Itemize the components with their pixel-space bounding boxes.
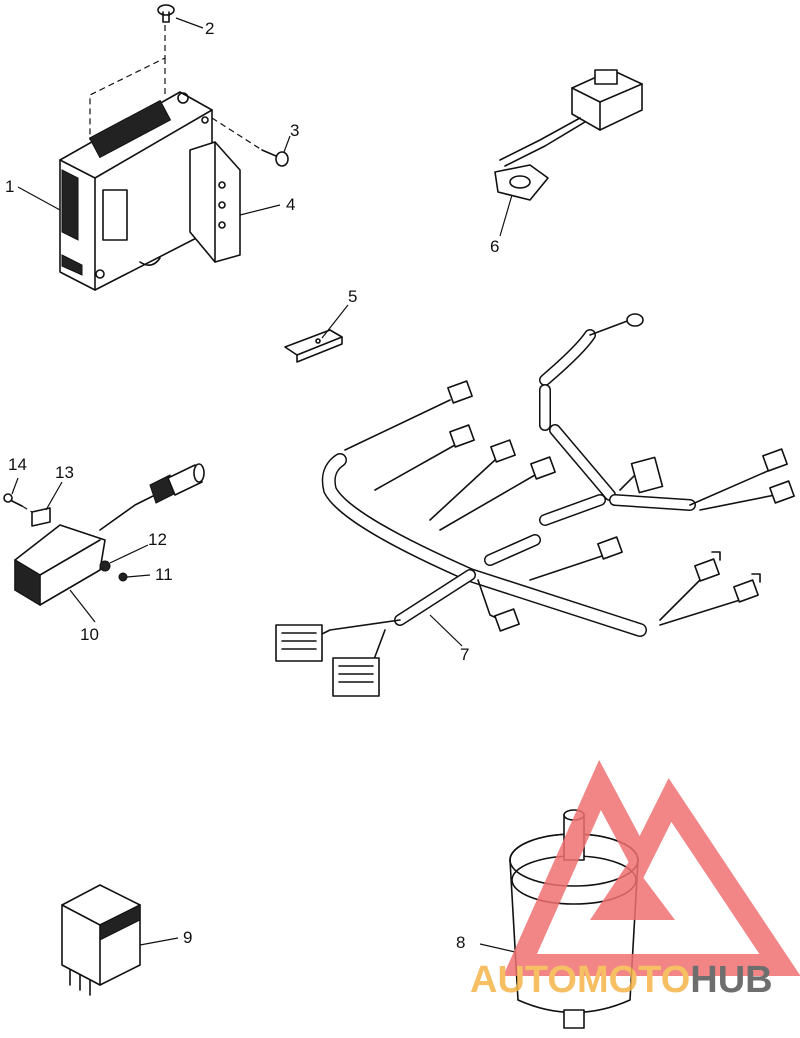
mounting-bracket — [189, 141, 241, 263]
watermark-part-3: HUB — [690, 959, 772, 1001]
callout-2: 2 — [205, 19, 214, 38]
nut-12 — [99, 560, 111, 572]
washer-11 — [118, 572, 128, 582]
watermark-logo: AUTOMOTOHUB — [470, 759, 800, 1001]
callout-12: 12 — [148, 530, 167, 549]
callout-9: 9 — [183, 928, 192, 947]
callout-4: 4 — [286, 195, 295, 214]
watermark-part-2: MOTO — [577, 959, 690, 1001]
callout-5: 5 — [348, 287, 357, 306]
leader-lines — [11, 17, 516, 953]
ecu-module — [59, 91, 213, 291]
relay-9 — [61, 884, 141, 996]
callout-6: 6 — [490, 237, 499, 256]
clip-13 — [31, 507, 51, 527]
screw-3 — [211, 117, 289, 167]
callout-13: 13 — [55, 463, 74, 482]
callout-14: 14 — [8, 455, 27, 474]
callout-1: 1 — [5, 177, 14, 196]
sensor-assembly-10 — [14, 463, 205, 606]
svg-text:AUTOMOTOHUB: AUTOMOTOHUB — [470, 959, 773, 1001]
callout-7: 7 — [460, 645, 469, 664]
screw-2 — [89, 4, 175, 140]
sensor-6 — [494, 69, 643, 201]
chip-component — [284, 329, 343, 363]
callout-3: 3 — [290, 121, 299, 140]
callout-11: 11 — [155, 565, 173, 584]
callout-10: 10 — [80, 625, 99, 644]
callout-8: 8 — [456, 933, 465, 952]
wiring-harness — [275, 313, 795, 697]
watermark-part-1: AUTO — [470, 959, 577, 1001]
